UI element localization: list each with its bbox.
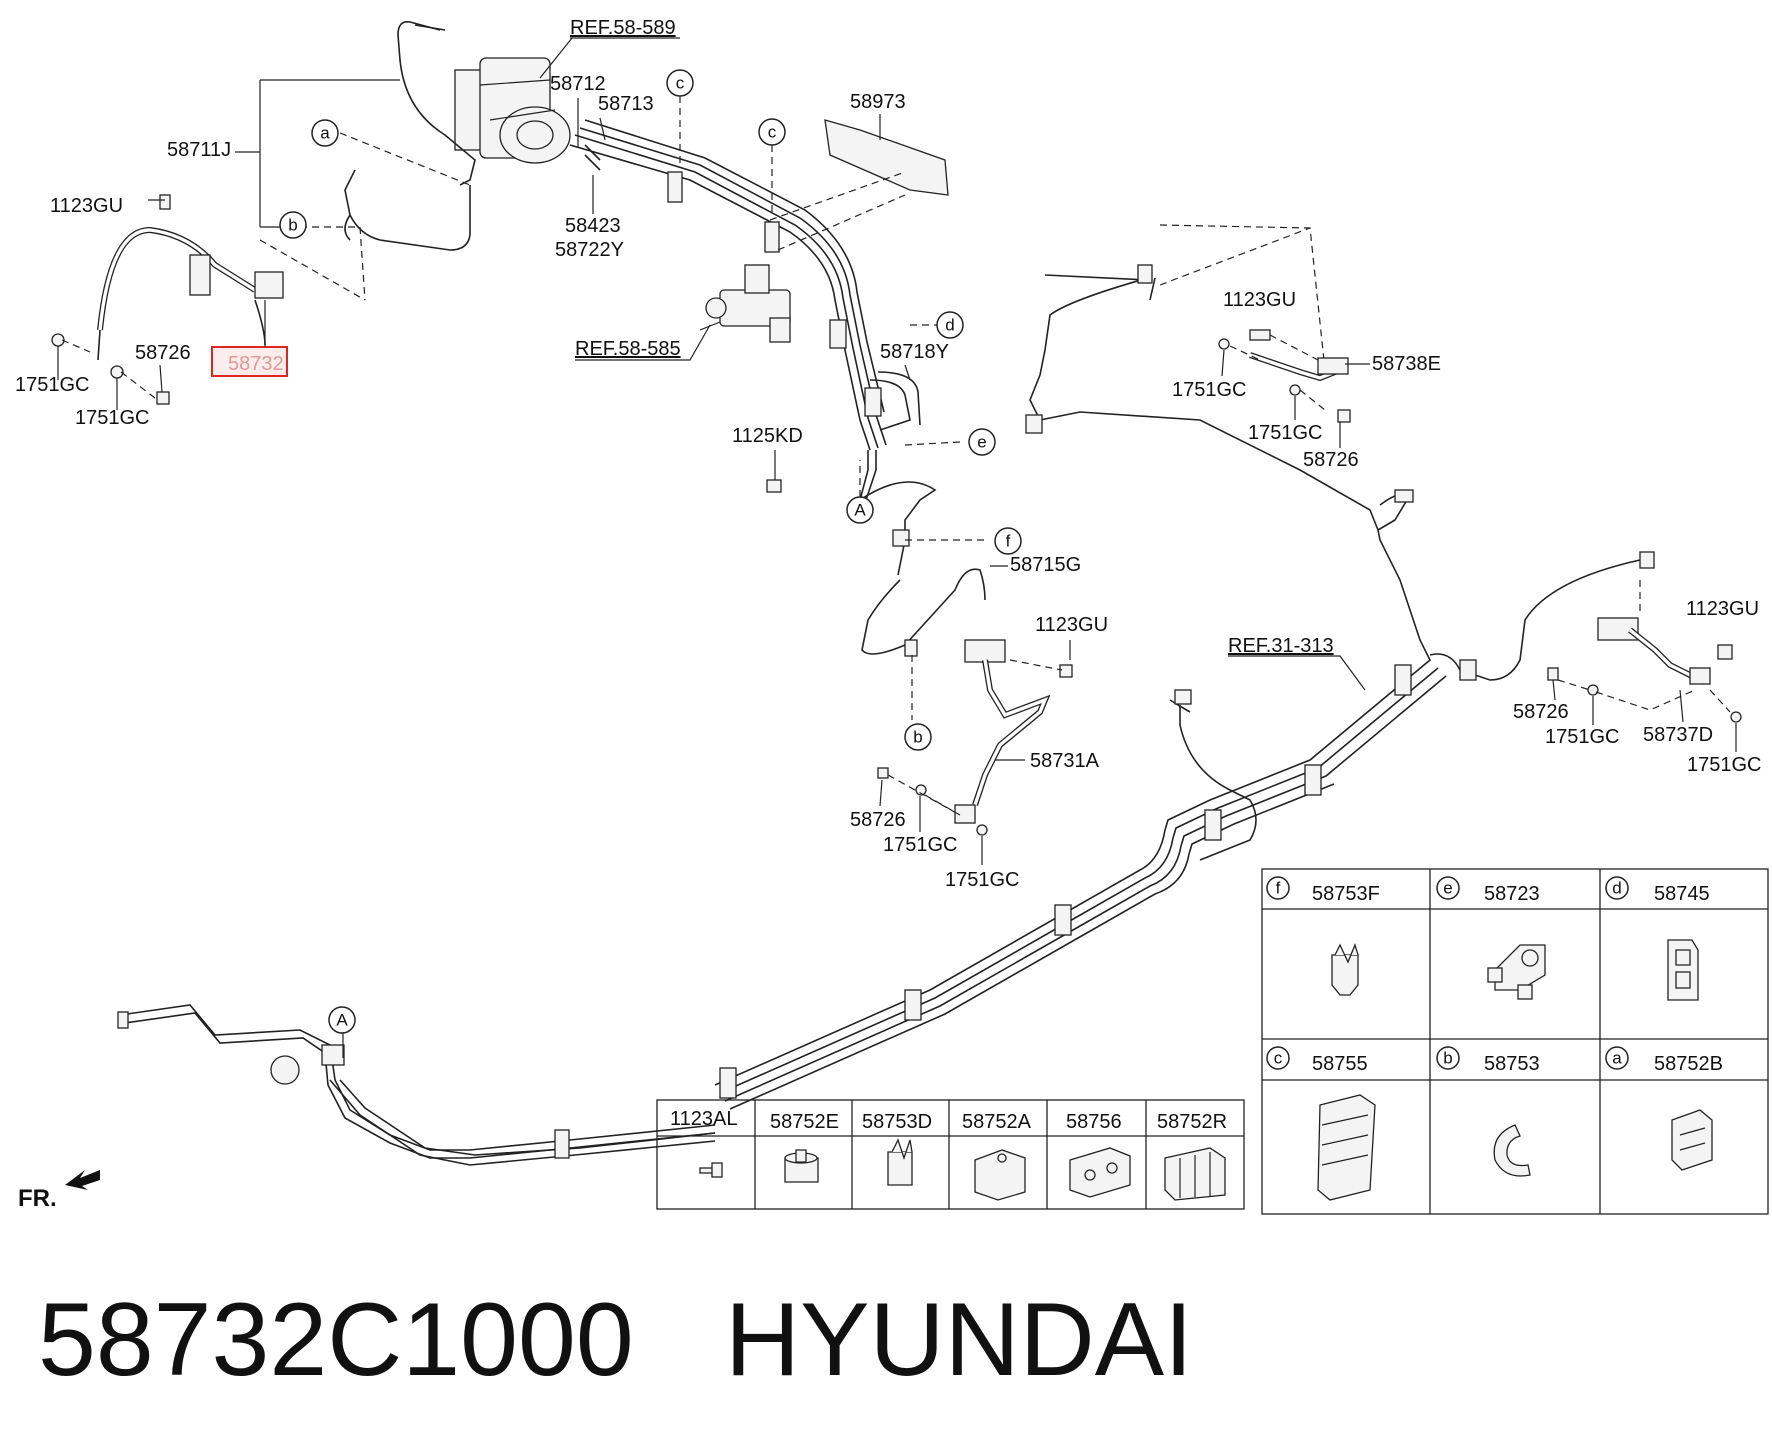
clip-letter-f: f	[1276, 879, 1281, 898]
label-1751GC-e: 1751GC	[1545, 726, 1620, 748]
label-1751GC-f: 1751GC	[1687, 754, 1762, 776]
hw-part-58752E: 58752E	[770, 1111, 839, 1133]
hardware-legend-table: 1123AL 58752E 58753D 58752A 58756 58752R	[656, 1099, 1245, 1210]
marker-b-bottom: b	[913, 728, 922, 747]
label-1123GU-a: 1123GU	[50, 195, 123, 217]
label-58423: 58423	[565, 215, 621, 237]
clip-icon-58755	[1317, 1094, 1376, 1201]
line-58711J-b	[344, 169, 471, 251]
rear-left-hose	[877, 639, 1073, 836]
main-brake-bundle	[569, 119, 887, 451]
label-58715G: 58715G	[1010, 554, 1081, 576]
marker-A-top: A	[854, 501, 866, 520]
clip-letter-e: e	[1443, 879, 1452, 898]
label-58731A: 58731A	[1030, 750, 1100, 772]
label-58718Y: 58718Y	[880, 341, 949, 363]
clip-letter-c: c	[1274, 1049, 1283, 1068]
label-58973: 58973	[850, 91, 906, 113]
front-direction-arrow	[65, 1170, 100, 1190]
clip-part-58745: 58745	[1654, 883, 1710, 905]
hw-icon-58753D	[887, 1138, 913, 1186]
label-1751GC-d: 1751GC	[1248, 422, 1323, 444]
marker-a: a	[320, 124, 330, 143]
rear-right-hose-lower	[1547, 617, 1742, 723]
label-58726-b: 58726	[1303, 449, 1359, 471]
bracket-58973	[769, 119, 949, 251]
label-1751GC-c: 1751GC	[1172, 379, 1247, 401]
marker-c-2: c	[768, 123, 777, 142]
footer-title: 58732C1000 HYUNDAI	[38, 1282, 1193, 1398]
hw-icon-58752E	[784, 1149, 819, 1183]
hw-part-58752R: 58752R	[1157, 1111, 1227, 1133]
rear-right-hose-upper	[1218, 329, 1351, 423]
circle-markers: a b c c d e f b A A	[279, 69, 1022, 1034]
abs-line-left	[397, 20, 476, 186]
clip-part-58753F: 58753F	[1312, 883, 1380, 905]
label-58726-a: 58726	[135, 342, 191, 364]
label-58712: 58712	[550, 73, 606, 95]
brand-name: HYUNDAI	[725, 1282, 1193, 1398]
label-1751GC-h: 1751GC	[945, 869, 1020, 891]
callout-labels: REF.58-589 58712 58713 58711J 1123GU 587…	[15, 17, 1762, 891]
clip-part-58753: 58753	[1484, 1053, 1540, 1075]
label-1123GU-c: 1123GU	[1035, 614, 1108, 636]
label-1751GC-a: 1751GC	[15, 374, 90, 396]
clip-part-58723: 58723	[1484, 883, 1540, 905]
label-58732: 58732	[228, 353, 284, 375]
clip-part-58755: 58755	[1312, 1053, 1368, 1075]
hw-icon-58756	[1069, 1147, 1131, 1198]
rear-crossover-lines	[1025, 224, 1655, 681]
clip-icon-58753F	[1331, 943, 1359, 996]
front-lower-bundle	[117, 1004, 716, 1166]
label-58711J: 58711J	[167, 139, 231, 161]
hw-icon-58752A	[974, 1149, 1026, 1201]
clip-icon-58745	[1667, 939, 1699, 1001]
label-58726-c: 58726	[1513, 701, 1569, 723]
proportioning-valve	[699, 264, 791, 343]
ref-58-585: REF.58-585	[575, 338, 681, 360]
highlighted-part-58732[interactable]: 58732	[211, 300, 288, 377]
clip-icon-58752B	[1671, 1109, 1713, 1171]
clip-legend-table: f 58753F e 58723 d 58745 c 58755 b 58753	[1261, 868, 1769, 1215]
hw-icon-58752R	[1164, 1147, 1226, 1201]
label-1125KD: 1125KD	[732, 425, 803, 447]
label-1123GU-b: 1123GU	[1223, 289, 1296, 311]
label-58737D: 58737D	[1643, 724, 1713, 746]
label-58713: 58713	[598, 93, 654, 115]
marker-e: e	[977, 433, 986, 452]
marker-f: f	[1006, 532, 1011, 551]
hw-part-1123AL: 1123AL	[670, 1108, 737, 1130]
label-58738E: 58738E	[1372, 353, 1441, 375]
clip-icon-58723	[1487, 944, 1546, 1000]
label-58726-d: 58726	[850, 809, 906, 831]
label-1751GC-b: 1751GC	[75, 407, 150, 429]
label-1123GU-d: 1123GU	[1686, 598, 1759, 620]
hw-icon-1123AL	[699, 1162, 723, 1178]
clip-letter-b: b	[1443, 1049, 1452, 1068]
clip-icon-58753	[1493, 1124, 1531, 1177]
part-number: 58732C1000	[38, 1282, 634, 1398]
marker-d: d	[945, 316, 954, 335]
ref-58-589: REF.58-589	[570, 17, 676, 39]
clip-letter-d: d	[1612, 879, 1621, 898]
marker-c-1: c	[676, 74, 685, 93]
marker-A-bottom: A	[336, 1011, 348, 1030]
front-label: FR.	[18, 1185, 57, 1212]
clip-part-58752B: 58752B	[1654, 1053, 1723, 1075]
hw-part-58753D: 58753D	[862, 1111, 932, 1133]
label-1751GC-g: 1751GC	[883, 834, 958, 856]
hw-part-58752A: 58752A	[962, 1111, 1032, 1133]
label-58722Y: 58722Y	[555, 239, 624, 261]
marker-b-top: b	[288, 216, 297, 235]
ref-31-313: REF.31-313	[1228, 635, 1334, 657]
hw-part-58756: 58756	[1066, 1111, 1122, 1133]
clip-letter-a: a	[1612, 1049, 1622, 1068]
underbody-bundle	[714, 529, 1447, 1110]
abs-module	[454, 57, 571, 164]
front-left-hose	[51, 194, 284, 405]
